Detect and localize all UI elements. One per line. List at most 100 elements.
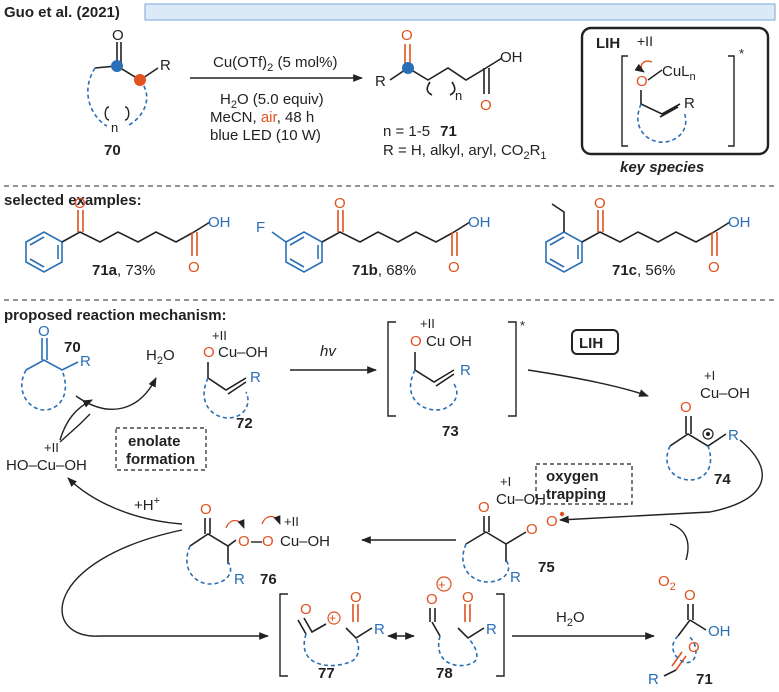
svg-text:OH: OH xyxy=(208,214,231,231)
product-n: n xyxy=(455,88,462,103)
svg-text:Cu–OH: Cu–OH xyxy=(700,385,750,402)
svg-text:+I: +I xyxy=(704,368,715,383)
svg-text:78: 78 xyxy=(436,665,453,682)
svg-text:OH: OH xyxy=(468,214,491,231)
alpha-carbon-blue xyxy=(111,60,123,72)
alpha-carbon-red xyxy=(134,74,146,86)
svg-text:R: R xyxy=(234,571,245,588)
product-acid-oxygen: O xyxy=(480,97,492,114)
svg-text:73: 73 xyxy=(442,423,459,440)
svg-text:O: O xyxy=(38,323,50,340)
water-released: H2O xyxy=(146,347,175,367)
oxygen-trapping-line2: trapping xyxy=(546,486,606,503)
svg-text:77: 77 xyxy=(318,665,335,682)
lih-star: * xyxy=(739,46,744,61)
arrow-cu-to-cycle xyxy=(59,399,93,441)
water-added: H2O xyxy=(556,609,585,629)
svg-text:O: O xyxy=(594,195,606,212)
svg-text:Cu–OH: Cu–OH xyxy=(496,491,546,508)
hv-label: hv xyxy=(320,343,337,360)
svg-text:71a, 73%: 71a, 73% xyxy=(92,262,155,279)
svg-text:71: 71 xyxy=(696,671,713,687)
svg-text:O: O xyxy=(203,344,215,361)
lih-label: LIH xyxy=(596,35,620,52)
svg-text:71c, 56%: 71c, 56% xyxy=(612,262,675,279)
svg-text:O: O xyxy=(462,589,474,606)
resonance-brackets xyxy=(279,593,505,677)
svg-text:O: O xyxy=(300,601,312,618)
svg-text:Cu OH: Cu OH xyxy=(426,333,472,350)
lih-electron-arrow xyxy=(634,60,653,73)
svg-text:+II: +II xyxy=(420,316,435,331)
lih-ring xyxy=(637,103,687,143)
reactant-bracket xyxy=(104,106,130,121)
svg-text:O: O xyxy=(262,533,274,550)
svg-text:O: O xyxy=(238,533,250,550)
arrow-cu-to-72 xyxy=(59,413,91,443)
svg-text:Cu–OH: Cu–OH xyxy=(280,533,330,550)
lih-tag-text: LIH xyxy=(579,335,603,352)
arrow-to-cu-regeneration xyxy=(67,477,183,525)
svg-text:71b, 68%: 71b, 68% xyxy=(352,262,416,279)
o2-input-arc xyxy=(669,523,689,561)
svg-text:O: O xyxy=(478,499,490,516)
svg-text:R: R xyxy=(374,621,385,638)
svg-text:+I: +I xyxy=(500,474,511,489)
example-71a: O OH O 71a, 73% xyxy=(25,195,231,279)
solvent-text: MeCN, air, 48 h xyxy=(210,109,314,126)
o2-label: O2 xyxy=(658,573,676,593)
peroxyl-o2: O xyxy=(546,513,558,530)
svg-text:O: O xyxy=(684,587,696,604)
enolate-line1: enolate xyxy=(128,433,181,450)
svg-text:R: R xyxy=(250,369,261,386)
lih-charge: +II xyxy=(637,33,653,49)
reactant-r-group: R xyxy=(160,57,171,74)
light-text: blue LED (10 W) xyxy=(210,127,321,144)
svg-text:O: O xyxy=(688,639,700,656)
svg-text:O: O xyxy=(350,589,362,606)
mech-compound-74: +I O Cu–OH R 74 xyxy=(666,368,750,488)
svg-text:+II: +II xyxy=(212,328,227,343)
arrow-76-to-77 xyxy=(61,529,269,640)
product-hydroxyl: OH xyxy=(500,49,523,66)
example-71c: O OH O 71c, 56% xyxy=(545,195,751,279)
enolate-line2: formation xyxy=(126,451,195,468)
svg-text:O: O xyxy=(448,259,460,276)
reactant-n: n xyxy=(111,120,118,135)
lih-o-cu-bond xyxy=(647,69,663,81)
compound-70-label: 70 xyxy=(104,142,121,159)
enolate-formation-tag xyxy=(115,427,207,471)
svg-text:R: R xyxy=(460,362,471,379)
svg-text:O: O xyxy=(200,501,212,518)
r-groups-text: R = H, alkyl, aryl, CO2R1 xyxy=(383,142,547,162)
svg-text:+: + xyxy=(329,611,336,625)
product-oxygen: O xyxy=(401,27,413,44)
key-species-caption: key species xyxy=(620,159,704,176)
cu-ii-charge: +II xyxy=(44,440,59,455)
svg-text:O: O xyxy=(680,399,692,416)
product-r-group: R xyxy=(375,73,386,90)
mech-compound-71: O OH O R 71 xyxy=(648,587,731,688)
key-species-box xyxy=(580,26,770,156)
svg-text:O: O xyxy=(74,195,86,212)
svg-text:Cu–OH: Cu–OH xyxy=(218,344,268,361)
svg-text:*: * xyxy=(520,318,525,333)
compound-70-mech-label: 70 xyxy=(64,339,81,356)
lih-enol-bonds xyxy=(640,90,681,118)
svg-text:+II: +II xyxy=(284,514,299,529)
reactant-oxygen: O xyxy=(112,27,124,44)
mech-compound-75: +I O Cu–OH O O R 75 xyxy=(462,474,565,586)
catalyst-text: Cu(OTf)2 (5 mol%) xyxy=(213,54,337,74)
svg-text:R: R xyxy=(510,569,521,586)
svg-text:OH: OH xyxy=(728,214,751,231)
svg-text:72: 72 xyxy=(236,415,253,432)
oxygen-trapping-tag xyxy=(535,463,633,505)
cu-hydroxide: HO–Cu–OH xyxy=(6,457,87,474)
mechanism-heading: proposed reaction mechanism: xyxy=(4,307,227,324)
svg-text:R: R xyxy=(486,621,497,638)
svg-text:O: O xyxy=(334,195,346,212)
svg-text:O: O xyxy=(708,259,720,276)
mech-compound-73: * +II O Cu OH R 73 xyxy=(387,316,525,440)
